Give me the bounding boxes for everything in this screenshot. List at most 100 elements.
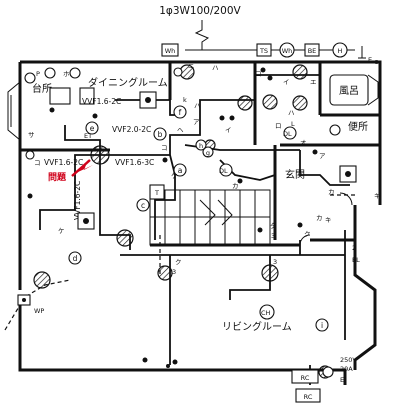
dl-label-2: DL [219, 167, 228, 175]
switch-dots [27, 67, 318, 365]
outer-wall-bottom [18, 300, 347, 385]
dl-label-1: DL [283, 130, 292, 138]
circle-p-kitchen [44, 67, 56, 79]
light-living-right [261, 264, 279, 282]
sym-ku: ク [304, 230, 311, 238]
sym-2: 2 [352, 244, 356, 252]
room-living: リビングルーム [222, 320, 292, 333]
sym-3-a: 3 [271, 232, 275, 240]
sym-ko-2: コ [161, 144, 168, 152]
sym-ka-3: カ [316, 214, 323, 222]
sym-l: L [291, 120, 295, 128]
door-arc-entrance [339, 192, 353, 206]
room-dining: ダイニングルーム [88, 76, 168, 89]
room-toilet: 便所 [348, 120, 368, 133]
cable-label-4: VVF1.6-3C [115, 158, 154, 167]
marker-i [315, 318, 329, 332]
cable-label-3: VVF1.6-2C [44, 158, 83, 167]
outer-wall-bay [353, 205, 377, 370]
ch-label: CH [261, 309, 271, 317]
circle-dining-small [173, 67, 183, 77]
problem-label: 問題 [48, 172, 67, 183]
sym-ki-2: キ [325, 216, 332, 224]
svg-text:h: h [199, 142, 203, 150]
sym-ha: ハ [212, 64, 219, 72]
ts-box-label: TS [259, 47, 268, 55]
kitchen-counter [79, 87, 95, 105]
sym-ka-2: カ [328, 188, 335, 196]
thermostat-box [149, 184, 165, 200]
rc-box-2 [295, 388, 321, 403]
cable-label-5: VVF1.6-2C [73, 181, 82, 220]
bathtub [329, 74, 369, 106]
marker-f [173, 105, 187, 119]
room-kitchen: 台所 [32, 82, 52, 95]
svg-text:RC: RC [301, 374, 310, 382]
light-dining-right [237, 95, 253, 111]
marker-a [173, 163, 187, 177]
svg-text:d: d [73, 254, 78, 263]
wh-meter-box [161, 43, 179, 57]
kitchen-bay-window [7, 81, 21, 141]
sym-ku-2: ク [175, 258, 182, 266]
bath-bay-window [367, 74, 379, 106]
toilet-fixture [329, 124, 341, 136]
cable-label-2: VVF2.0-2C [112, 125, 151, 134]
light-stair-bottom [116, 229, 134, 247]
sym-3-b: 3 [172, 268, 176, 276]
svg-text:i: i [321, 321, 323, 330]
svg-text:g: g [206, 149, 210, 157]
wh-circle-symbol [279, 42, 295, 58]
supply-label: 1φ3W100/200V [159, 5, 241, 17]
be-box-label: BE [308, 47, 317, 55]
outer-wall-top [20, 60, 382, 205]
sym-ki: キ [374, 192, 381, 200]
room-bath: 風呂 [339, 85, 359, 97]
sym-p: P [36, 70, 40, 78]
light-outdoor-left [33, 271, 51, 289]
sym-ko: コ [34, 159, 41, 167]
sym-ro: ロ [255, 70, 262, 78]
wh-circle-label: Wh [282, 47, 293, 55]
sym-3-c: 3 [273, 258, 277, 266]
cable-label-1: VVF1.6-2C [82, 97, 121, 106]
sym-ke-2: ケ [58, 227, 65, 235]
sym-ka: カ [232, 182, 239, 190]
svg-text:c: c [141, 201, 145, 210]
marker-g [202, 146, 214, 158]
wiring-paths [39, 74, 350, 385]
junction-box-main [90, 145, 110, 165]
sym-wp: WP [34, 307, 44, 315]
outlet-rating-e: E [340, 376, 344, 384]
ground-label: E [368, 56, 372, 64]
sym-i-2: イ [225, 126, 232, 134]
sym-ni: ニ [188, 62, 195, 70]
svg-text:RC: RC [304, 393, 313, 401]
circle-kitchen-3 [24, 72, 36, 84]
sym-ke: ケ [171, 172, 178, 180]
dl-entrance [283, 126, 297, 140]
circle-kitchen-2 [69, 67, 81, 79]
marker-h [195, 139, 207, 151]
marker-d [68, 251, 82, 265]
sym-sa: サ [28, 131, 35, 139]
sym-el: EL [352, 256, 360, 264]
marker-c [136, 198, 150, 212]
staircase [149, 189, 271, 246]
be-box [304, 43, 320, 57]
dl-hall [219, 163, 233, 177]
outlet-rating-a: 20A [340, 365, 353, 373]
kitchen-sink [49, 87, 71, 105]
sym-i: イ [283, 78, 290, 86]
sym-e: エ [310, 78, 317, 86]
sym-a-1: ア [319, 152, 326, 160]
letter-markers: e b f g h a c d i [68, 105, 329, 332]
marker-b [153, 127, 167, 141]
svg-text:b: b [158, 130, 163, 139]
door-arc-2 [299, 234, 311, 246]
kitchen-light-fixture [25, 150, 35, 160]
ts-box [256, 43, 272, 57]
light-service-mid [292, 95, 308, 111]
ch-living [259, 304, 275, 320]
